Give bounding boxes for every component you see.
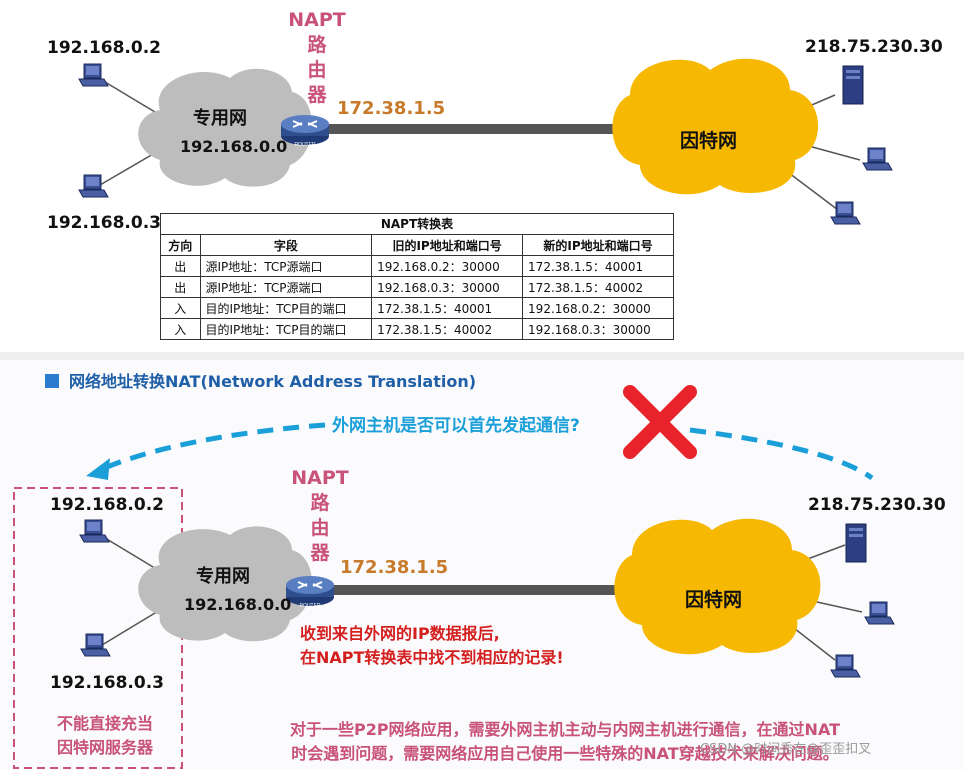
bottom-router-title-line: 器	[310, 542, 330, 564]
top-router-title-line: NAPT	[288, 9, 346, 31]
bottom-host2-icon	[80, 633, 111, 657]
bottom-router-title-line: NAPT	[291, 467, 349, 489]
bottom-router-title-line: 由	[310, 517, 330, 539]
arrow-head-icon	[86, 458, 110, 480]
table-row: 入 目的IP地址：TCP目的端口 172.38.1.5：40002 192.16…	[160, 318, 674, 340]
bottom-server-ip: 218.75.230.30	[808, 495, 946, 515]
table-cell: 192.168.0.2：30000	[522, 297, 674, 319]
table-cell: 入	[160, 318, 201, 340]
pink-message: 不能直接充当 因特网服务器	[36, 712, 174, 760]
red-cross-icon	[623, 385, 697, 459]
bottom-pc3-icon	[864, 601, 895, 625]
table-row: 出 源IP地址：TCP源端口 192.168.0.2：30000 172.38.…	[160, 255, 674, 277]
bottom-host1-icon	[79, 519, 110, 543]
p2p-note-line: 时会遇到问题，需要网络应用自己使用一些特殊的NAT穿越技术来解决问题。	[291, 744, 839, 763]
bottom-host2-ip: 192.168.0.3	[50, 673, 165, 693]
bottom-router-title-line: 路	[310, 492, 330, 514]
top-pc3-icon	[862, 147, 893, 171]
question-arrow-left	[98, 422, 326, 473]
top-router-title-line: 路	[307, 34, 327, 56]
table-cell: 192.168.0.3：30000	[371, 276, 524, 298]
top-internet-label: 因特网	[680, 130, 738, 152]
bottom-private-net-label: 专用网	[196, 566, 250, 587]
pink-message-line: 不能直接充当	[56, 714, 153, 733]
bottom-router-badge: ROUTER	[299, 603, 321, 609]
table-cell: 源IP地址：TCP源端口	[199, 276, 373, 298]
table-cell: 172.38.1.5：40002	[522, 276, 674, 298]
bottom-router-public-ip: 172.38.1.5	[340, 557, 449, 578]
table-row: 入 目的IP地址：TCP目的端口 172.38.1.5：40001 192.16…	[160, 297, 674, 319]
section-title: 网络地址转换NAT(Network Address Translation)	[45, 368, 476, 392]
top-router-badge: ROUTER	[294, 142, 316, 148]
top-router-title-line: 器	[307, 84, 327, 106]
top-private-cloud	[138, 68, 313, 187]
table-cell: 目的IP地址：TCP目的端口	[199, 318, 373, 340]
bottom-internet-cloud	[614, 518, 821, 655]
top-router-title: NAPT 路 由 器	[282, 8, 352, 108]
red-message: 收到来自外网的IP数据报后, 在NAPT转换表中找不到相应的记录!	[300, 622, 564, 670]
top-internet-cloud	[612, 58, 819, 195]
bottom-private-cloud	[138, 526, 313, 642]
top-router-icon	[280, 114, 330, 146]
table-cell: 入	[160, 297, 201, 319]
question-text: 外网主机是否可以首先发起通信?	[332, 416, 580, 436]
table-cell: 172.38.1.5：40001	[371, 297, 524, 319]
bottom-internet-label: 因特网	[685, 589, 743, 611]
section-title-text: 网络地址转换NAT(Network Address Translation)	[69, 372, 477, 391]
bottom-private-net-ip: 192.168.0.0	[184, 595, 292, 614]
table-cell: 目的IP地址：TCP目的端口	[199, 297, 373, 319]
table-row: 出 源IP地址：TCP源端口 192.168.0.3：30000 172.38.…	[160, 276, 674, 298]
p2p-note-line: 对于一些P2P网络应用，需要外网主机主动与内网主机进行通信，在通过NAT	[289, 720, 841, 739]
bottom-router-icon	[285, 575, 335, 607]
watermark: CSDN @时间秀在@歪歪扣叉	[700, 742, 872, 757]
top-router-public-ip: 172.38.1.5	[337, 98, 446, 119]
table-header: 新的IP地址和端口号	[522, 234, 674, 256]
red-message-line: 收到来自外网的IP数据报后,	[300, 624, 500, 643]
napt-table-title: NAPT转换表	[160, 213, 674, 234]
pink-message-line: 因特网服务器	[56, 738, 153, 757]
table-cell: 172.38.1.5：40001	[522, 255, 674, 277]
top-private-net-ip: 192.168.0.0	[180, 137, 288, 156]
top-server-ip: 218.75.230.30	[805, 37, 943, 57]
bottom-router-title: NAPT 路 由 器	[285, 466, 355, 566]
bottom-pc4-icon	[830, 654, 861, 678]
table-header: 方向	[160, 234, 201, 256]
top-host1-ip: 192.168.0.2	[47, 38, 162, 58]
table-cell: 出	[160, 276, 201, 298]
panel-separator	[0, 352, 964, 360]
top-private-net-label: 专用网	[193, 108, 247, 129]
top-host2-ip: 192.168.0.3	[47, 213, 162, 233]
bottom-host1-ip: 192.168.0.2	[50, 495, 165, 515]
table-header: 字段	[199, 234, 373, 256]
table-cell: 源IP地址：TCP源端口	[199, 255, 373, 277]
top-server-icon	[842, 65, 864, 105]
red-message-line: 在NAPT转换表中找不到相应的记录!	[300, 648, 564, 667]
table-cell: 192.168.0.3：30000	[522, 318, 674, 340]
table-header-row: 方向 字段 旧的IP地址和端口号 新的IP地址和端口号	[160, 234, 674, 256]
top-router-title-line: 由	[307, 59, 327, 81]
napt-table: NAPT转换表 方向 字段 旧的IP地址和端口号 新的IP地址和端口号 出 源I…	[160, 213, 674, 340]
bottom-links	[101, 537, 863, 661]
question-arrow-path	[689, 427, 874, 481]
table-header: 旧的IP地址和端口号	[371, 234, 524, 256]
table-cell: 172.38.1.5：40002	[371, 318, 524, 340]
p2p-note: 对于一些P2P网络应用，需要外网主机主动与内网主机进行通信，在通过NAT 时会遇…	[200, 718, 930, 766]
top-host1-icon	[78, 63, 109, 87]
dashed-box	[13, 487, 183, 769]
top-host2-icon	[78, 174, 109, 198]
table-cell: 192.168.0.2：30000	[371, 255, 524, 277]
top-pc4-icon	[830, 201, 861, 225]
bottom-server-icon	[845, 523, 867, 563]
table-cell: 出	[160, 255, 201, 277]
section-square-icon	[45, 374, 59, 388]
